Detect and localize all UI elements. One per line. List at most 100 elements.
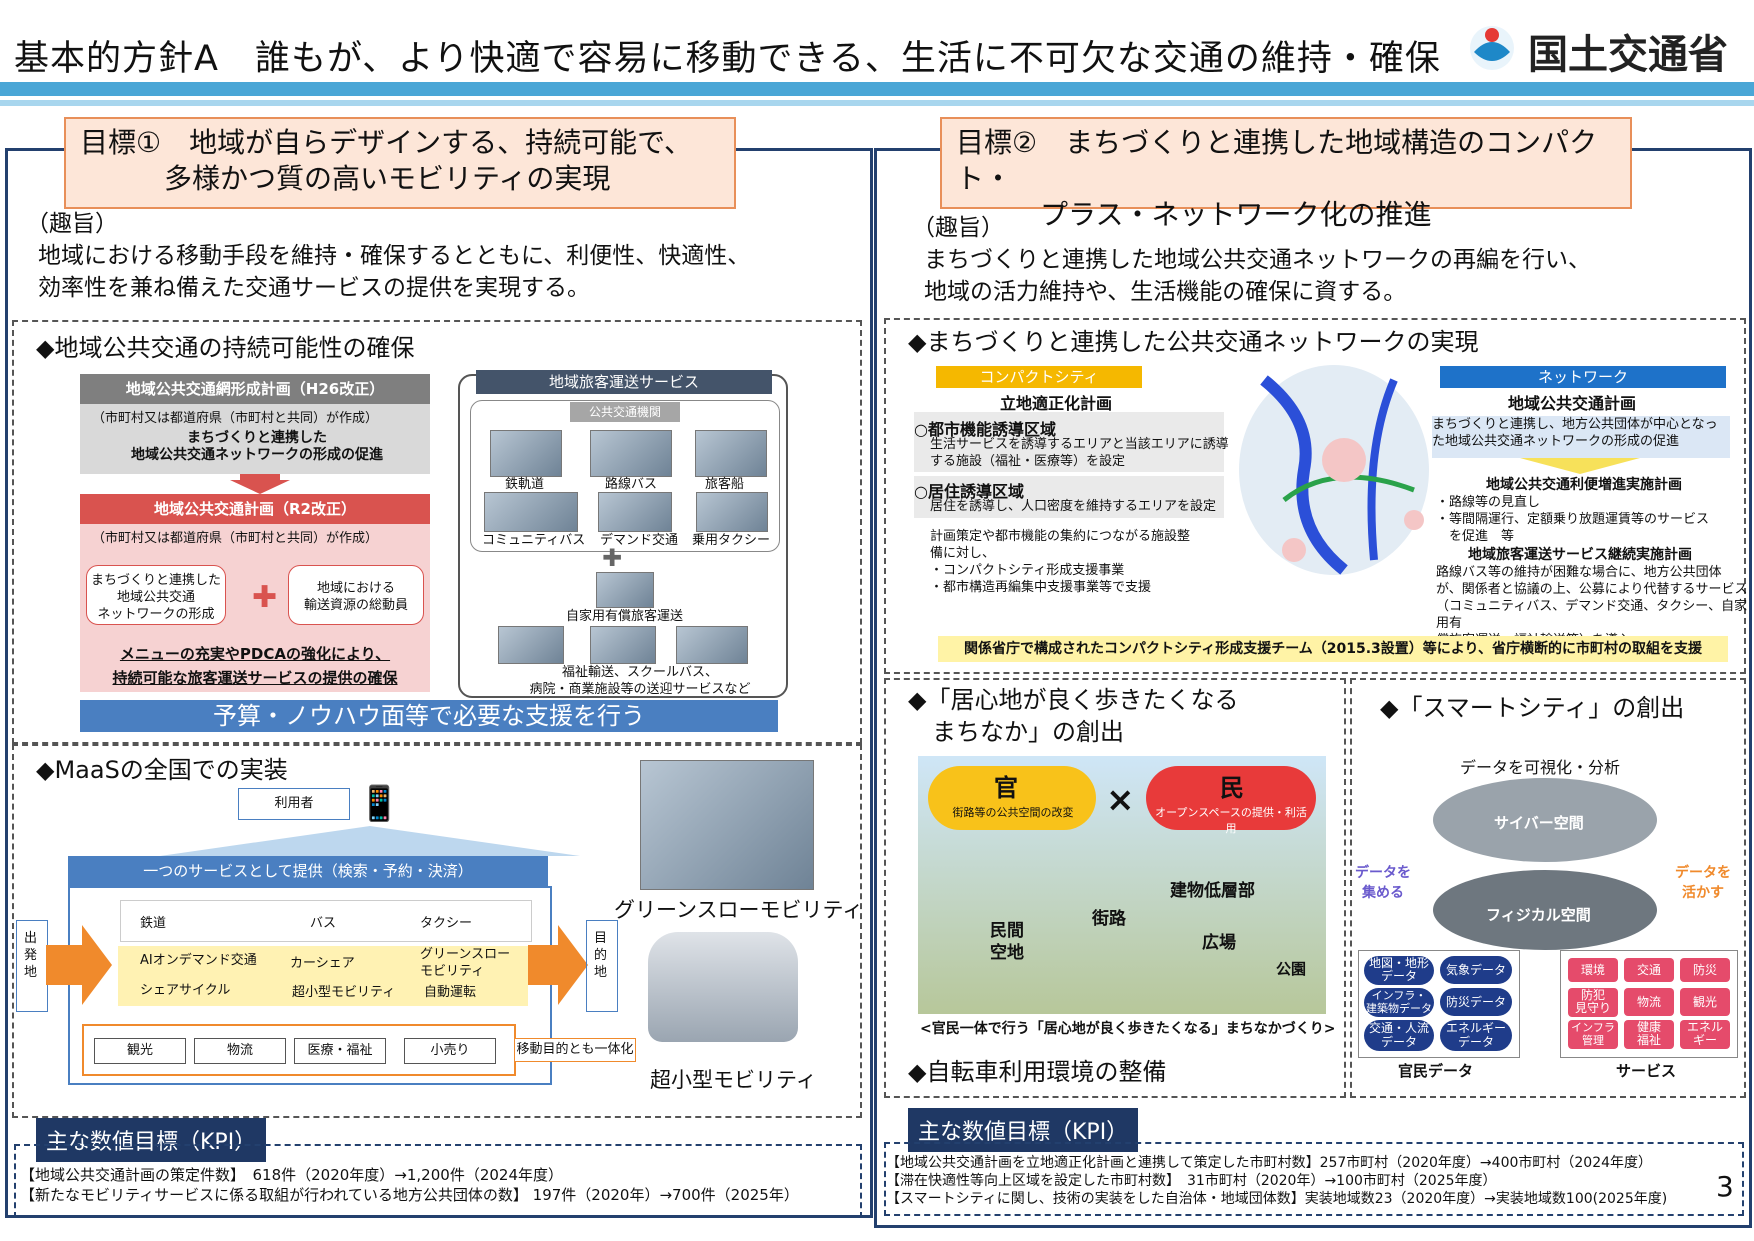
team-band: 関係省庁で構成されたコンパクトシティ形成支援チーム（2015.3設置）等により、… xyxy=(938,636,1728,662)
mode-auto-label: 自動運転 xyxy=(424,985,477,1000)
right-shushi: まちづくりと連携した地域公共交通ネットワークの再編を行い、 地域の活力維持や、生… xyxy=(924,247,1591,305)
street-label: 広場 xyxy=(1202,933,1236,953)
min-label: 民 xyxy=(1220,774,1244,802)
photo-micro-mobility xyxy=(648,932,798,1042)
purpose-chip: 医療・福祉 xyxy=(294,1038,386,1064)
public-box xyxy=(470,400,780,552)
plan-old-sub: （市町村又は都道府県（市町村と共同）が作成） xyxy=(92,411,379,426)
header-band-light xyxy=(0,100,1754,106)
plus-icon: ✚ xyxy=(252,580,278,615)
service-pill: 環境 xyxy=(1568,958,1618,982)
left-shushi: 地域における移動手段を維持・確保するとともに、利便性、快適性、 効率性を兼ね備え… xyxy=(38,243,751,301)
collect-label: データを 集める xyxy=(1355,865,1411,901)
zone1-bg xyxy=(914,412,1224,472)
plan-new-title: 地域公共交通計画（R2改正） xyxy=(80,494,430,524)
ministry-logo xyxy=(1462,18,1748,78)
mode-label: デマンド交通 xyxy=(600,533,679,548)
kpi-item: 【地域公共交通計画を立地適正化計画と連携して策定した市町村数】257市町村（20… xyxy=(886,1155,1653,1171)
right-kpi-title: 主な数値目標（KPI） xyxy=(908,1108,1139,1152)
mode-label: 乗用タクシー xyxy=(692,533,771,548)
data-pill: 防災データ xyxy=(1440,988,1512,1016)
right-sec3-box xyxy=(1350,678,1746,1098)
service-pill: 交通 xyxy=(1624,958,1674,982)
down-arrow-icon xyxy=(230,474,290,494)
service-title: 地域旅客運送サービス xyxy=(476,370,772,394)
plan3-title: 地域旅客運送サービス継続実施計画 xyxy=(1468,547,1692,563)
right-shushi-label: （趣旨） xyxy=(912,215,1004,241)
maas-box xyxy=(68,886,552,1085)
cyber-label: サイバー空間 xyxy=(1494,814,1584,832)
plan2-desc: ・路線等の見直し ・等間隔運行、定額乗り放題運賃等のサービス を促進 等 xyxy=(1436,495,1710,544)
plan-old-title: 地域公共交通網形成計画（H26改正） xyxy=(80,374,430,404)
plan-old-body xyxy=(80,404,430,474)
zone2-title: ○居住誘導区域 xyxy=(914,482,1024,501)
service-pill: 観光 xyxy=(1680,988,1730,1016)
support-desc: 計画策定や都市機能の集約につながる施設整 備に対し、 ・コンパクトシティ形成支援… xyxy=(930,529,1191,595)
mlit-logo-icon xyxy=(1470,26,1514,70)
left-sec1-heading: ◆地域公共交通の持続可能性の確保 xyxy=(36,334,415,362)
data-pill: インフラ・ 建築物データ xyxy=(1364,988,1434,1017)
data-pill: 地図・地形 データ xyxy=(1364,956,1434,985)
mode-label: 路線バス xyxy=(605,477,658,492)
service-pill: 物流 xyxy=(1624,988,1674,1016)
use-label: データを 活かす xyxy=(1675,865,1731,901)
left-sec2-heading: ◆MaaSの全国での実装 xyxy=(36,756,288,784)
street-label: 民間 空地 xyxy=(990,921,1024,963)
mode-rail-label: 鉄道 xyxy=(140,916,167,931)
photo-private xyxy=(596,572,654,608)
kpi-item: 【新たなモビリティサービスに係る取組が行われている地方公共団体の数】 197件（… xyxy=(20,1186,799,1204)
right-sec1-box xyxy=(884,318,1746,674)
street-caption: <官民一体で行う「居心地が良く歩きたくなる」まちなかづくり> xyxy=(920,1021,1336,1037)
plus-icon: ✚ xyxy=(602,544,623,572)
network-desc: まちづくりと連携し、地方公共団体が中心となっ た地域公共交通ネットワークの形成の… xyxy=(1432,416,1730,458)
photo-green-slow-mobility xyxy=(640,760,814,890)
photo-ship xyxy=(695,430,767,477)
photo-community-bus xyxy=(484,492,578,532)
compact-label: コンパクトシティ xyxy=(936,366,1142,388)
right-sec3-heading: ◆「スマートシティ」の創出 xyxy=(1380,694,1685,722)
service-pill: 防災 xyxy=(1680,958,1730,982)
service-pill: エネル ギー xyxy=(1680,1020,1730,1049)
modes-row-1 xyxy=(120,900,532,942)
zone1-title: ○都市機能誘導区域 xyxy=(914,420,1056,439)
right-sec1-heading: ◆まちづくりと連携した公共交通ネットワークの実現 xyxy=(908,328,1479,356)
dest-box xyxy=(586,920,618,1012)
cross-icon: × xyxy=(1106,780,1135,820)
photo-school xyxy=(590,626,656,664)
origin-label: 出 発 地 xyxy=(24,931,38,980)
zone1-desc: 生活サービスを誘導するエリアと当該エリアに誘導 する施設（福祉・医療等）を設定 xyxy=(930,437,1229,469)
min-desc: オープンスペースの提供・利活用 xyxy=(1155,806,1307,835)
network-plan: 地域公共交通計画 xyxy=(1508,394,1637,413)
left-goal: 目標① 地域が自らデザインする、持続可能で、 多様かつ質の高いモビリティの実現 xyxy=(64,117,736,209)
physical-label: フィジカル空間 xyxy=(1486,906,1591,924)
mode-label: コミュニティバス xyxy=(482,533,586,548)
kan-label: 官 xyxy=(994,774,1018,802)
mode-micro-label: 超小型モビリティ xyxy=(292,985,396,1000)
data-pill: エネルギー データ xyxy=(1440,1020,1512,1051)
purpose-note: 移動目的とも一体化 xyxy=(514,1038,636,1062)
kpi-item: 【スマートシティに関し、技術の実装をした自治体・地域団体数】実装地域数23（20… xyxy=(886,1191,1668,1207)
down-arrow-icon xyxy=(1520,458,1640,474)
right-arrow-icon xyxy=(46,925,112,1005)
mode-label: 鉄軌道 xyxy=(505,477,545,492)
user-box: 利用者 xyxy=(238,788,350,820)
photo-bus xyxy=(590,430,672,477)
visualize-label: データを可視化・分析 xyxy=(1460,758,1621,777)
ministry-name: 国土交通省 xyxy=(1528,32,1728,78)
data-box xyxy=(1358,950,1520,1058)
kan-oval xyxy=(928,766,1096,830)
left-kpi-title: 主な数値目標（KPI） xyxy=(36,1118,267,1162)
cyber-physical-diagram xyxy=(1433,778,1657,950)
smartphone-icon: 📱 xyxy=(358,784,401,824)
photo-shuttle xyxy=(676,626,748,664)
purpose-chip: 小売り xyxy=(404,1038,496,1064)
left-sec2-box xyxy=(12,744,862,1118)
plan-conclusion: メニューの充実やPDCAの強化により、 持続可能な旅客運送サービスの提供の確保 xyxy=(112,645,398,687)
box-resources: 地域における 輸送資源の総動員 xyxy=(288,565,424,625)
mode-label: 旅客船 xyxy=(705,477,745,492)
plan-new-sub: （市町村又は都道府県（市町村と共同）が作成） xyxy=(92,531,379,546)
service-pill: 健康 福祉 xyxy=(1624,1020,1674,1049)
photo1-caption: グリーンスローモビリティ xyxy=(614,898,864,922)
photo-demand xyxy=(598,492,672,532)
kpi-item: 【地域公共交通計画の策定件数】 618件（2020年度）→1,200件（2024… xyxy=(20,1166,563,1184)
